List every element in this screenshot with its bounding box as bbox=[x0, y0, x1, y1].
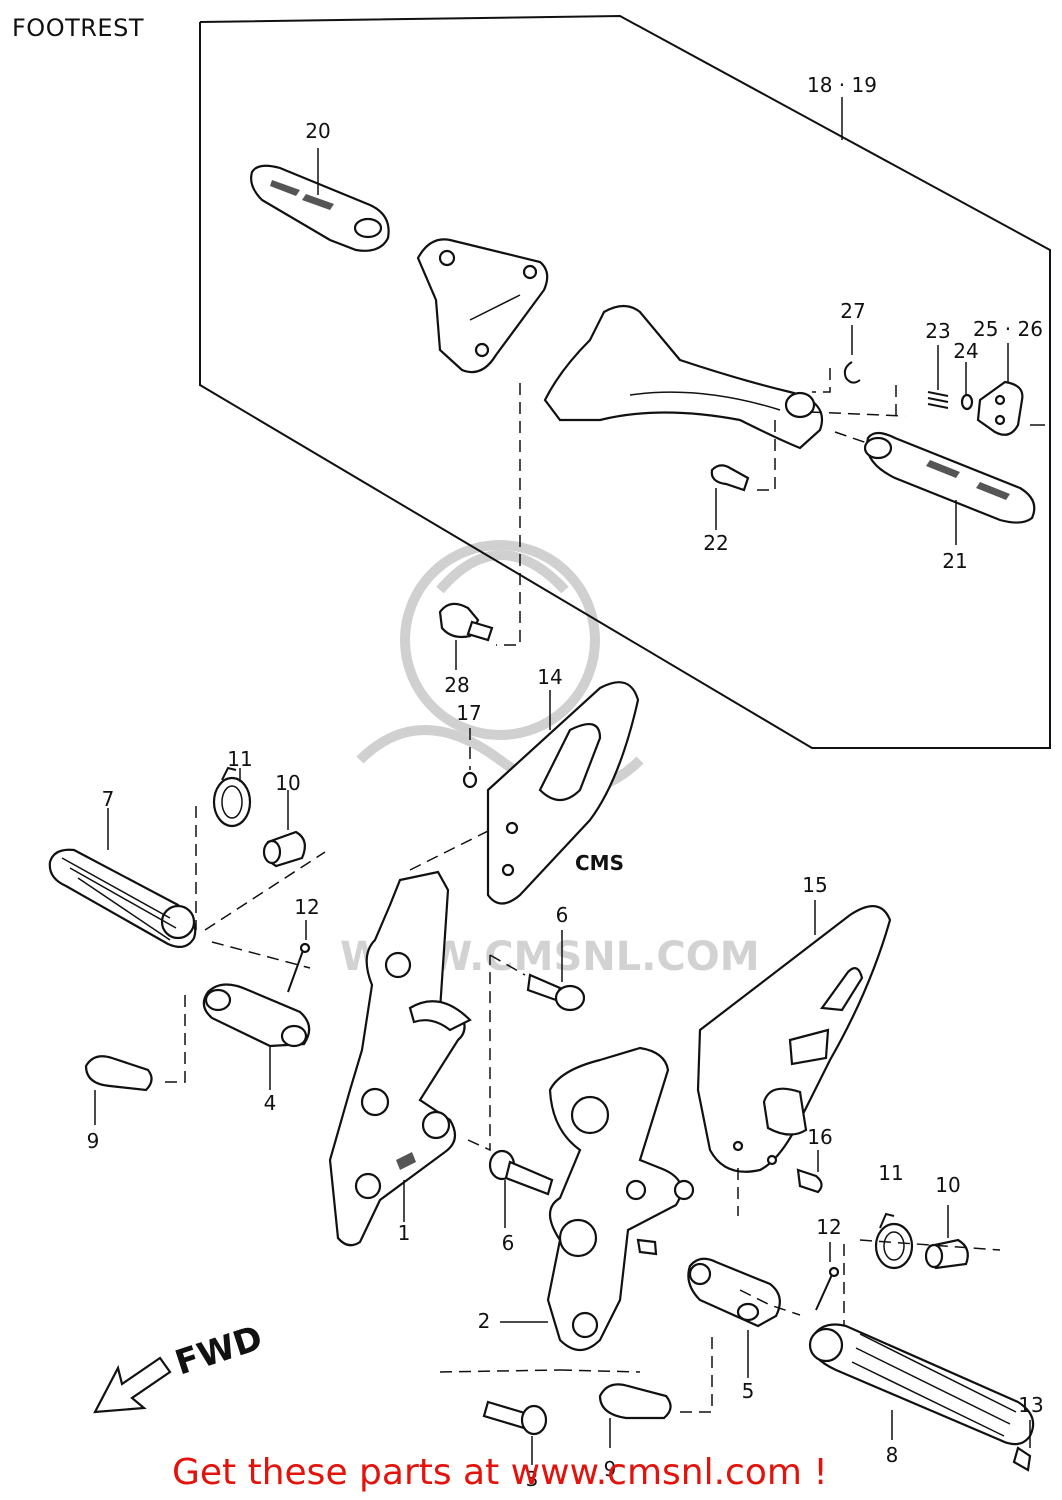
pin-9-left bbox=[84, 1055, 153, 1125]
fwd-arrow-icon bbox=[93, 1356, 172, 1414]
callout-15: 15 bbox=[802, 873, 827, 897]
callout-23: 23 bbox=[925, 319, 950, 343]
screw-13 bbox=[1012, 1420, 1032, 1472]
pin-12-right bbox=[815, 1242, 840, 1311]
watermark-cms: CMS bbox=[575, 851, 624, 875]
pin-12-left bbox=[287, 920, 311, 993]
heel-plate-14 bbox=[486, 681, 640, 905]
callout-17: 17 bbox=[456, 701, 481, 725]
callout-12-left: 12 bbox=[294, 895, 319, 919]
callout-28: 28 bbox=[444, 673, 469, 697]
footpeg-20 bbox=[250, 148, 390, 252]
clip-27 bbox=[843, 325, 861, 384]
bolt-28 bbox=[438, 602, 494, 670]
callout-11-right: 11 bbox=[878, 1161, 903, 1185]
callout-24: 24 bbox=[953, 339, 978, 363]
bush-10-right bbox=[843, 1205, 1001, 1330]
fwd-label: FWD bbox=[170, 1318, 267, 1384]
callouts: 18 · 19 20 27 23 24 25 · 26 22 21 28 14 … bbox=[87, 73, 1044, 1491]
pin-22 bbox=[710, 464, 750, 530]
callout-10-right: 10 bbox=[935, 1173, 960, 1197]
washer-17 bbox=[462, 728, 478, 789]
callout-6-lower: 6 bbox=[502, 1231, 515, 1255]
bracket-plate bbox=[416, 238, 549, 374]
callout-25-26: 25 · 26 bbox=[973, 317, 1043, 341]
callout-12-right: 12 bbox=[816, 1215, 841, 1239]
bracket-2 bbox=[439, 1046, 695, 1373]
callout-9-left: 9 bbox=[87, 1129, 100, 1153]
callout-20: 20 bbox=[305, 119, 330, 143]
callout-22: 22 bbox=[703, 531, 728, 555]
page-title: FOOTREST bbox=[12, 14, 144, 42]
upper-assembly-box bbox=[199, 14, 1051, 749]
footpeg-21 bbox=[863, 431, 1036, 545]
footer-link[interactable]: Get these parts at www.cmsnl.com ! bbox=[172, 1452, 828, 1493]
callout-14: 14 bbox=[537, 665, 562, 689]
callout-10-left: 10 bbox=[275, 771, 300, 795]
callout-9-right: 9 bbox=[604, 1457, 617, 1481]
bracket-1 bbox=[328, 870, 472, 1247]
bolt-6-lower bbox=[488, 1149, 554, 1228]
cover-15 bbox=[696, 900, 892, 1216]
callout-13: 13 bbox=[1018, 1393, 1043, 1417]
callout-7: 7 bbox=[102, 787, 115, 811]
bolt-6-upper bbox=[526, 930, 586, 1012]
bracket-dash-lines bbox=[409, 829, 526, 1152]
callout-6-upper: 6 bbox=[556, 903, 569, 927]
shaft-5 bbox=[687, 1257, 801, 1378]
parts-23-26 bbox=[927, 343, 1045, 436]
bush-10-left bbox=[262, 790, 307, 868]
callout-3: 3 bbox=[526, 1467, 539, 1491]
shaft-4 bbox=[160, 983, 311, 1090]
callout-27: 27 bbox=[840, 299, 865, 323]
pin-9-right bbox=[598, 1330, 713, 1448]
screw-16 bbox=[796, 1150, 823, 1194]
pillion-bracket bbox=[543, 304, 823, 450]
callout-1: 1 bbox=[398, 1221, 411, 1245]
callout-8: 8 bbox=[886, 1443, 899, 1467]
bolt-3 bbox=[482, 1400, 548, 1465]
callout-16: 16 bbox=[807, 1125, 832, 1149]
footpeg-8 bbox=[808, 1323, 1035, 1446]
callout-4: 4 bbox=[264, 1091, 277, 1115]
callout-18-19: 18 · 19 bbox=[807, 73, 877, 97]
callout-5: 5 bbox=[742, 1379, 755, 1403]
callout-21: 21 bbox=[942, 549, 967, 573]
callout-2: 2 bbox=[478, 1309, 491, 1333]
upper-dash-lines bbox=[496, 368, 906, 646]
spring-11-right bbox=[874, 1212, 914, 1270]
callout-11-left: 11 bbox=[227, 747, 252, 771]
footpeg-7 bbox=[48, 806, 326, 969]
spring-11-left bbox=[212, 766, 252, 828]
